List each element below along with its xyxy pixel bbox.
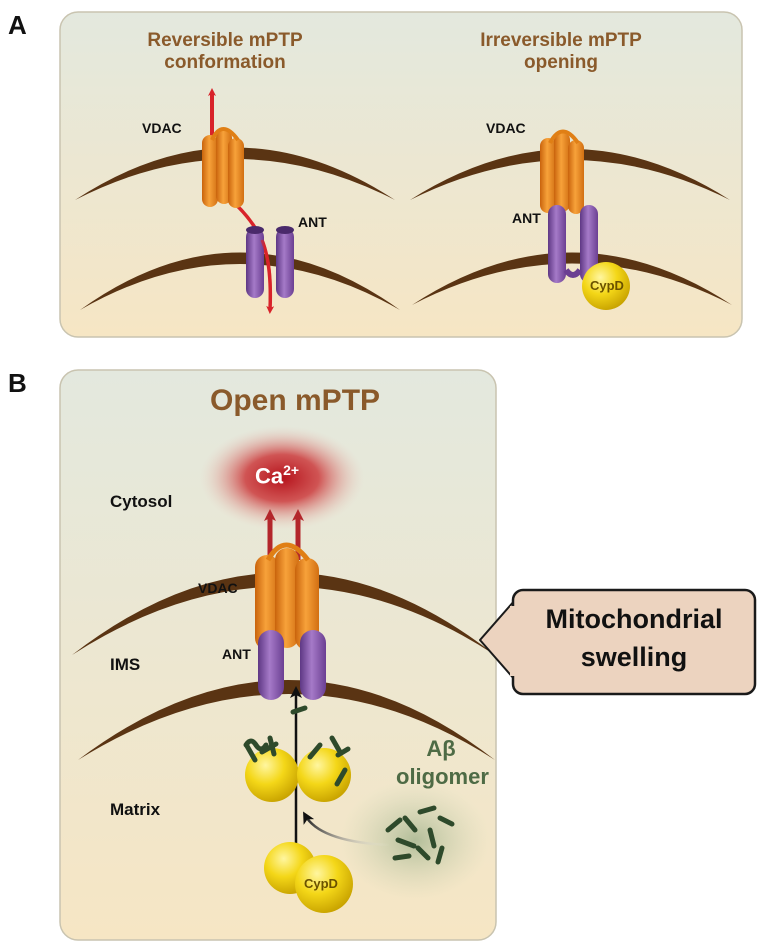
cypd-bound-2 (297, 748, 351, 802)
ant-channel-left (246, 226, 294, 298)
irreversible-title: Irreversible mPTP opening (466, 30, 656, 74)
abeta-oligomer-label: Aβ oligomer (396, 735, 489, 791)
cypd-label-right: CypD (590, 278, 624, 293)
outer-membrane-b (72, 572, 495, 655)
outer-membrane-left (75, 147, 395, 200)
calcium-ion-label: Ca2+ (255, 462, 299, 489)
matrix-label: Matrix (110, 800, 161, 819)
vdac-label-right: VDAC (486, 120, 526, 136)
reversible-flux-curve-front (260, 239, 272, 301)
calcium-charge: 2+ (283, 462, 300, 478)
reversible-title-line1: Reversible mPTP (147, 30, 303, 51)
vdac-label-b: VDAC (198, 580, 238, 596)
cypd-free-2 (295, 855, 353, 913)
abeta-label-line2: oligomer (396, 764, 489, 789)
vdac-channel-b (255, 542, 319, 650)
inner-membrane-left (80, 252, 400, 310)
ant-label-right: ANT (512, 210, 541, 226)
abeta-label-line1: Aβ (426, 736, 456, 761)
calcium-cloud (200, 426, 364, 530)
oligomer-cloud (340, 780, 490, 900)
panel-b-letter: B (8, 368, 27, 398)
ant-channel-b (258, 630, 326, 700)
callout-line1: Mitochondrial (545, 604, 723, 634)
ant-channel-right (548, 205, 598, 283)
open-mptp-title: Open mPTP (210, 384, 381, 417)
cypd-right (582, 262, 630, 310)
vdac-channel-left (202, 127, 244, 208)
callout-line2: swelling (580, 642, 688, 672)
reversible-title: Reversible mPTP conformation (140, 30, 310, 74)
reversible-title-line2: conformation (164, 52, 286, 73)
panel-a-letter: A (8, 10, 27, 40)
abeta-oligomers-free (385, 805, 455, 865)
ant-label-b: ANT (222, 646, 251, 662)
calcium-symbol: Ca (255, 463, 284, 489)
cypd-bound-1 (245, 748, 299, 802)
irreversible-title-line1: Irreversible mPTP (480, 30, 642, 51)
oligomer-curve-arrow (303, 811, 391, 847)
irreversible-title-line2: opening (524, 52, 598, 73)
outer-membrane-right (410, 149, 730, 200)
ant-label-left: ANT (298, 214, 327, 230)
inner-membrane-right (412, 252, 732, 305)
swelling-callout-text: Mitochondrial swelling (513, 600, 755, 676)
ims-label: IMS (110, 655, 141, 674)
abeta-fibrils-bound (243, 705, 351, 787)
vdac-label-left: VDAC (142, 120, 182, 136)
cytosol-label: Cytosol (110, 492, 173, 511)
vdac-channel-right (540, 129, 584, 214)
inner-membrane-b (78, 680, 495, 760)
cypd-label-b: CypD (304, 876, 338, 891)
